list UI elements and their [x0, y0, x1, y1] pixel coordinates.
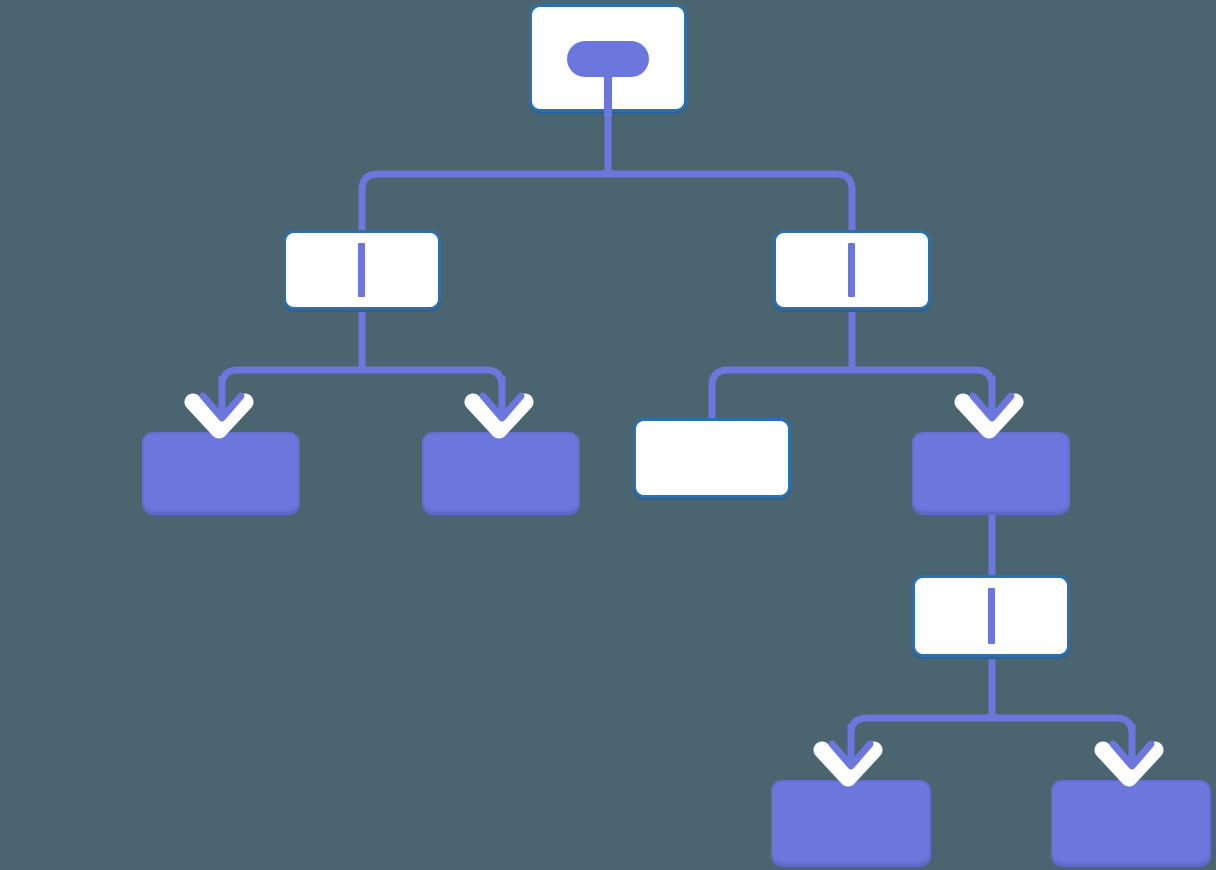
root-node-pill-badge [567, 41, 649, 77]
level5-left-node[interactable] [771, 780, 931, 864]
level3-node-d[interactable] [912, 432, 1070, 512]
level5-right-node[interactable] [1051, 780, 1211, 864]
node-pass-through-line [358, 243, 365, 297]
level3-node-b[interactable] [422, 432, 580, 512]
node-pass-through-line [848, 243, 855, 297]
node-pass-through-line [988, 588, 995, 644]
root-node-stem [604, 60, 612, 115]
level3-node-a[interactable] [142, 432, 300, 512]
level3-node-c[interactable] [633, 418, 791, 498]
